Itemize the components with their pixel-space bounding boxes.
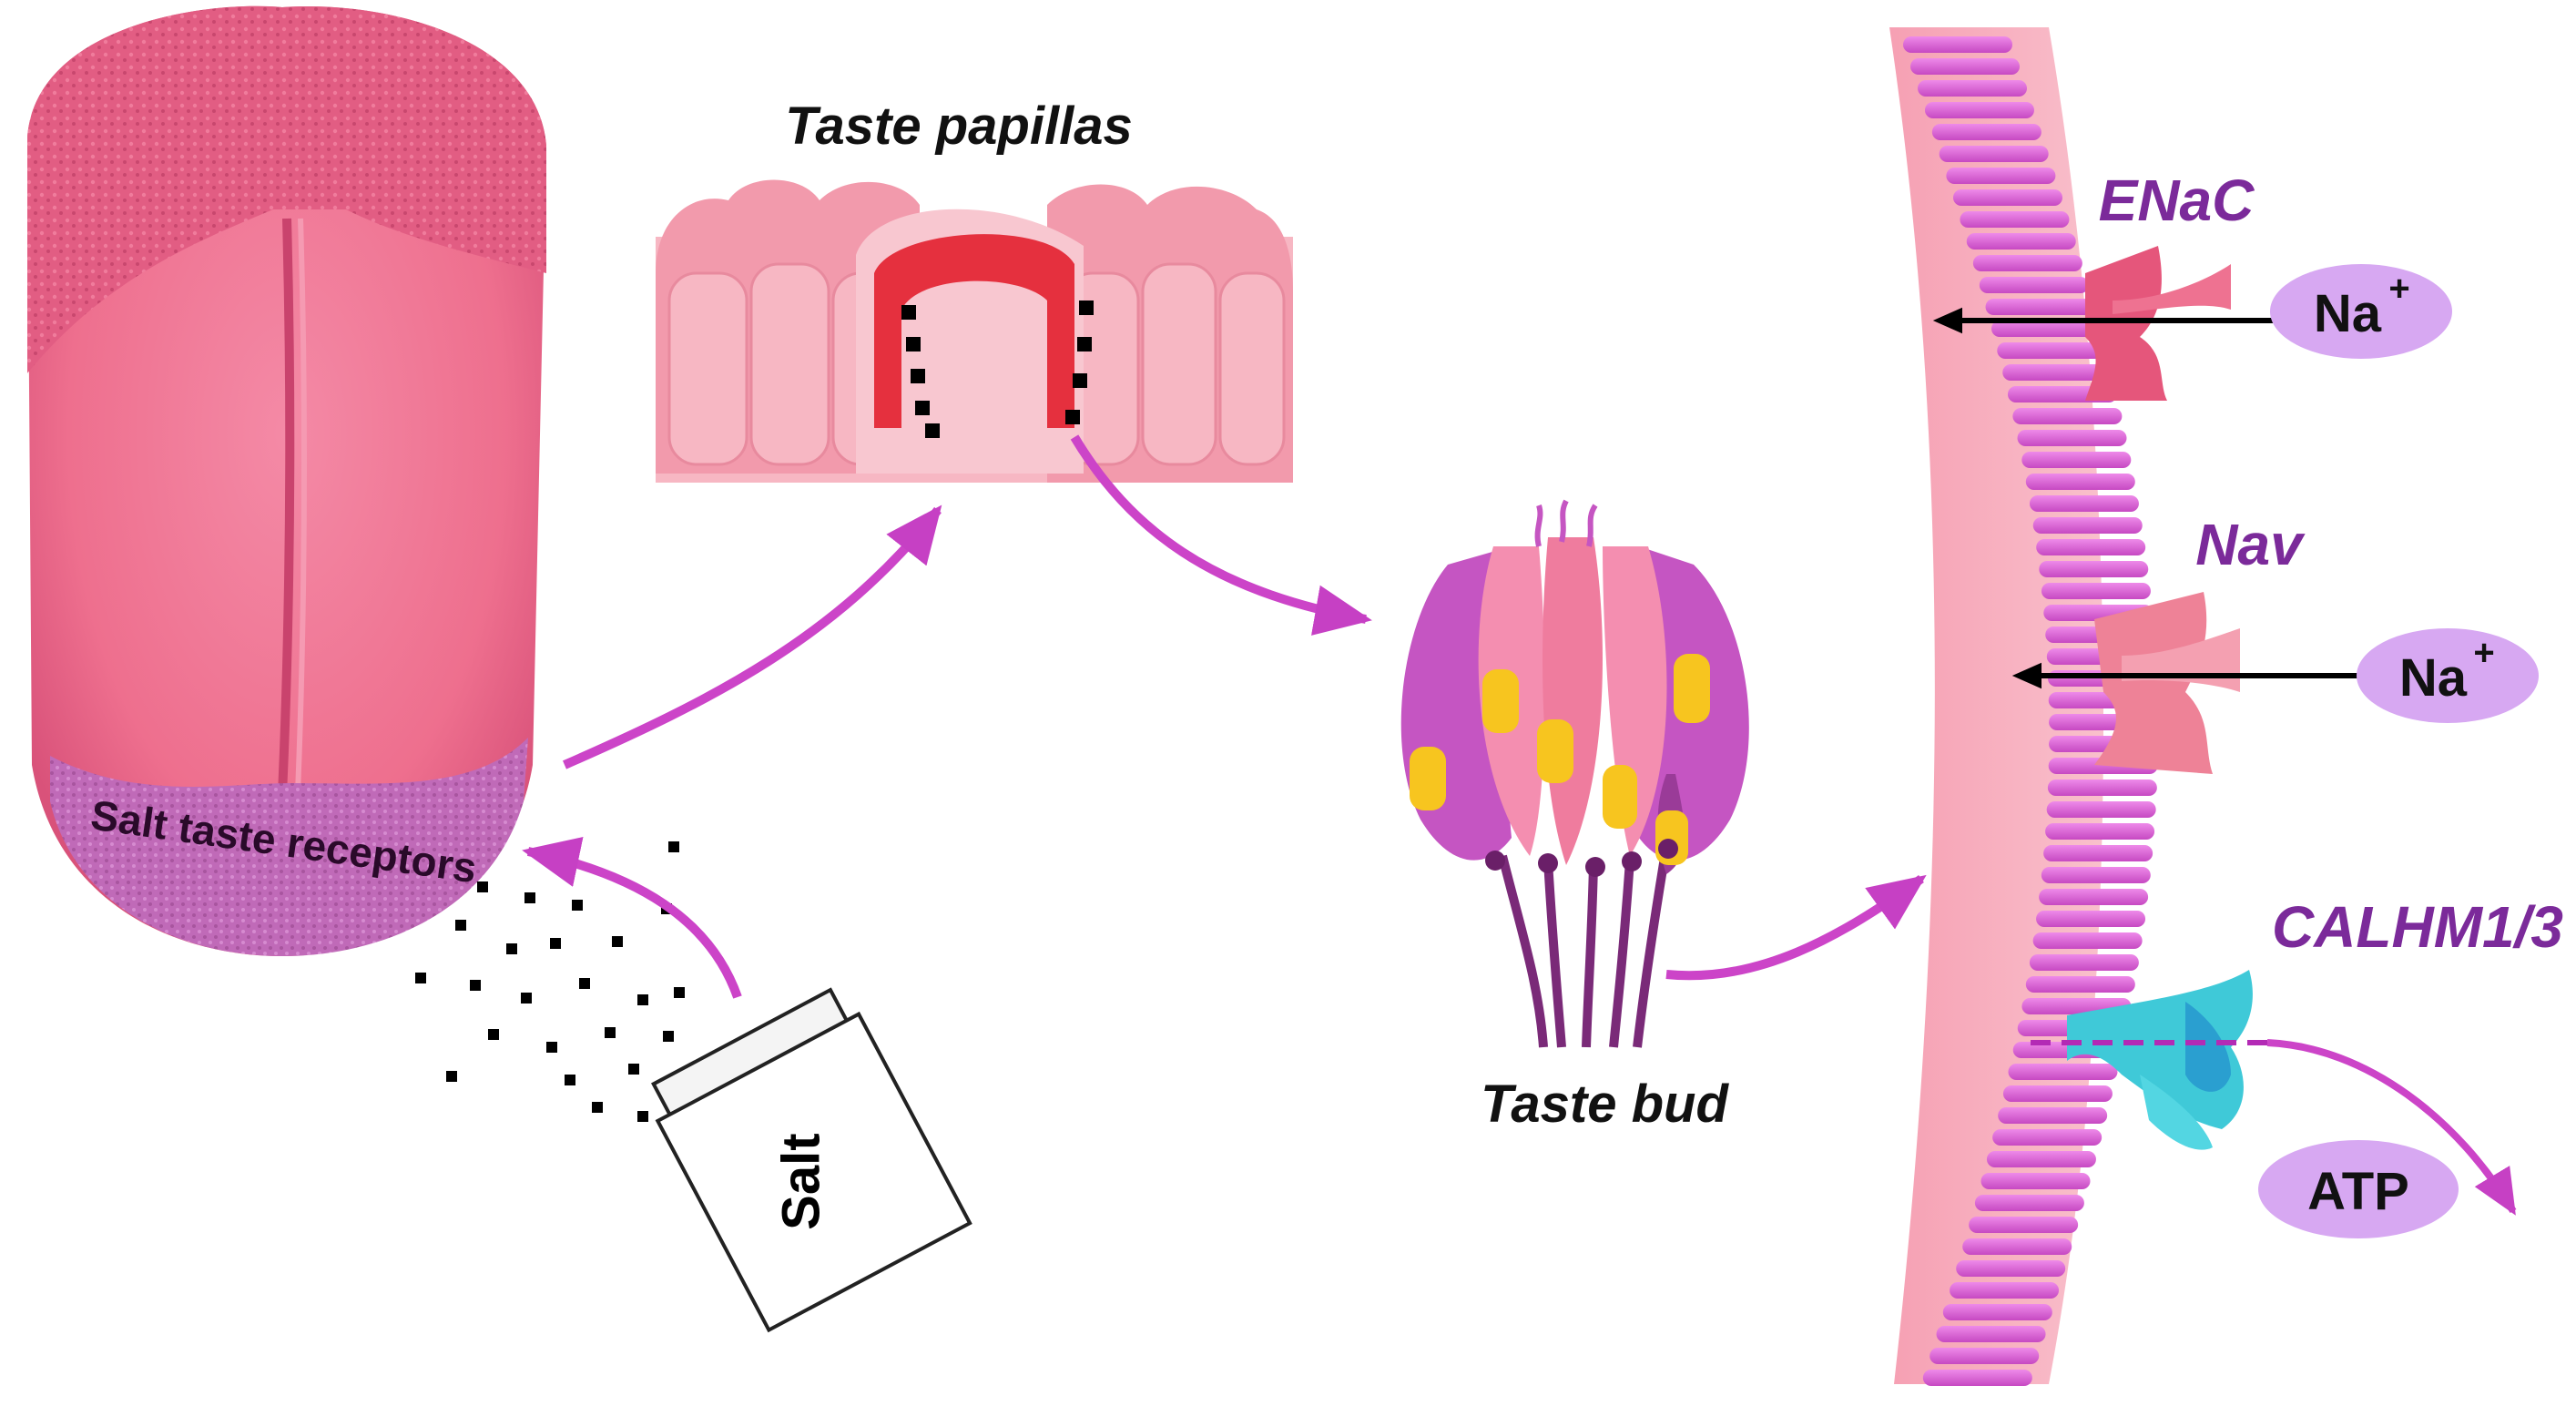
membrane-lipid-bar [1985,299,2095,315]
membrane-lipid-bar [2036,539,2146,555]
membrane-lipid-bar [2047,779,2157,796]
arrow-salt-to-tongue [522,837,742,999]
papilla-groove [874,234,1074,428]
membrane-lipid-bar [1962,1238,2072,1255]
membrane-lipid-bar [1956,1260,2066,1277]
membrane-lipid-bar [1922,1370,2032,1386]
nav-na-ion: Na + [2357,628,2539,723]
arrow-papillas-to-taste-bud [1070,434,1372,636]
salt-receptor-zone [50,738,528,956]
membrane-lipid-bar [2039,561,2149,577]
membrane-lipid-bar [2025,976,2135,993]
membrane-lipid-bar [2041,867,2151,883]
membrane-lipid-bar [1950,1282,2060,1299]
nav-na-label: Na [2399,648,2468,708]
membrane-lipid-bar [2045,823,2155,840]
membrane-lipid-bar [1979,277,2089,293]
atp-molecule: ATP [2258,1140,2459,1238]
enac-na-charge: + [2388,269,2409,309]
taste-bud-microvilli [1534,499,1598,547]
membrane-lipid-bar [2017,430,2127,446]
membrane-lipid-bar [2041,583,2151,599]
membrane-lipid-bar [1960,211,2070,228]
taste-bud-synapse-dots [1485,839,1678,877]
membrane-lipid-bar [1931,124,2041,140]
shaker-body [655,1011,972,1333]
membrane-lipid-bar [1936,1326,2046,1342]
taste-bud-nuclei [1410,654,1710,865]
papilla-receptor-dots [901,301,1094,438]
arrow-taste-bud-to-membrane [1665,874,1927,981]
membrane-lipid-bar [1910,58,2021,75]
membrane-lipid-bar [1969,1217,2079,1233]
membrane-lipid-bar [1939,146,2049,162]
membrane-lipid-bar [2025,474,2135,490]
taste-papillas-label: Taste papillas [785,97,1132,156]
membrane-lipid-bar [2046,801,2156,818]
atp-label: ATP [2307,1162,2409,1221]
membrane-lipid-bar [2043,845,2153,861]
salt-shaker: Salt [651,987,972,1333]
calhm-channel [2067,970,2253,1150]
membrane-lipid-bar [1918,80,2028,97]
tongue-tip-texture [27,5,546,373]
atp-release-arrow [2266,1039,2517,1216]
calhm-label: CALHM1/3 [2272,894,2563,960]
membrane-lipid-bar [1998,1107,2108,1124]
membrane-lipid-bar [2008,1064,2118,1080]
salt-grains [415,841,685,1122]
membrane-lipid-bar [1946,168,2056,184]
membrane-lipid-bar [2002,364,2113,381]
membrane-lipid-bar [1991,321,2102,337]
membrane-lipid-bar [2032,932,2143,949]
membrane-lipid-bar [2029,495,2139,512]
taste-bud: Taste bud [1400,499,1749,1134]
membrane-lipid-bar [1997,342,2107,359]
taste-papillas: Taste papillas [656,97,1293,483]
membrane-lipid-bar [2036,911,2146,927]
membrane-lipid-bar [1952,189,2062,206]
taste-bud-label: Taste bud [1481,1075,1729,1134]
membrane-lipid-bar [1974,1195,2084,1211]
salt-label: Salt [771,1133,830,1229]
membrane-lipid-bar [1972,255,2082,271]
membrane-lipid-bar [1942,1304,2052,1320]
membrane-lipid-bar [2012,408,2123,424]
membrane-lipid-bar [2029,954,2139,971]
nav-channel [2094,592,2240,774]
membrane-lipid-bar [1903,36,2012,53]
enac-na-ion: Na + [2270,264,2452,359]
membrane-lipid-bar [2002,1085,2113,1102]
membrane-lipid-bar [2032,517,2143,534]
membrane-lipid-bar [1966,233,2076,250]
enac-na-label: Na [2314,284,2382,343]
membrane-lipid-bar [1986,1151,2096,1167]
membrane-lipid-bar [1924,102,2034,118]
membrane-lipid-bar [1929,1348,2040,1364]
nav-label: Nav [2195,512,2306,577]
arrow-tongue-to-papillas [562,504,942,769]
tongue: Salt taste receptors [27,5,546,956]
nav-na-charge: + [2473,633,2494,673]
enac-label: ENaC [2099,168,2255,233]
membrane-lipid-bar [2021,452,2132,468]
membrane-lipid-bar [2039,889,2149,905]
taste-bud-nerve-fibers [1498,846,1671,1048]
membrane-lipid-bar [1980,1173,2091,1189]
membrane-lipid-bar [1992,1129,2103,1146]
